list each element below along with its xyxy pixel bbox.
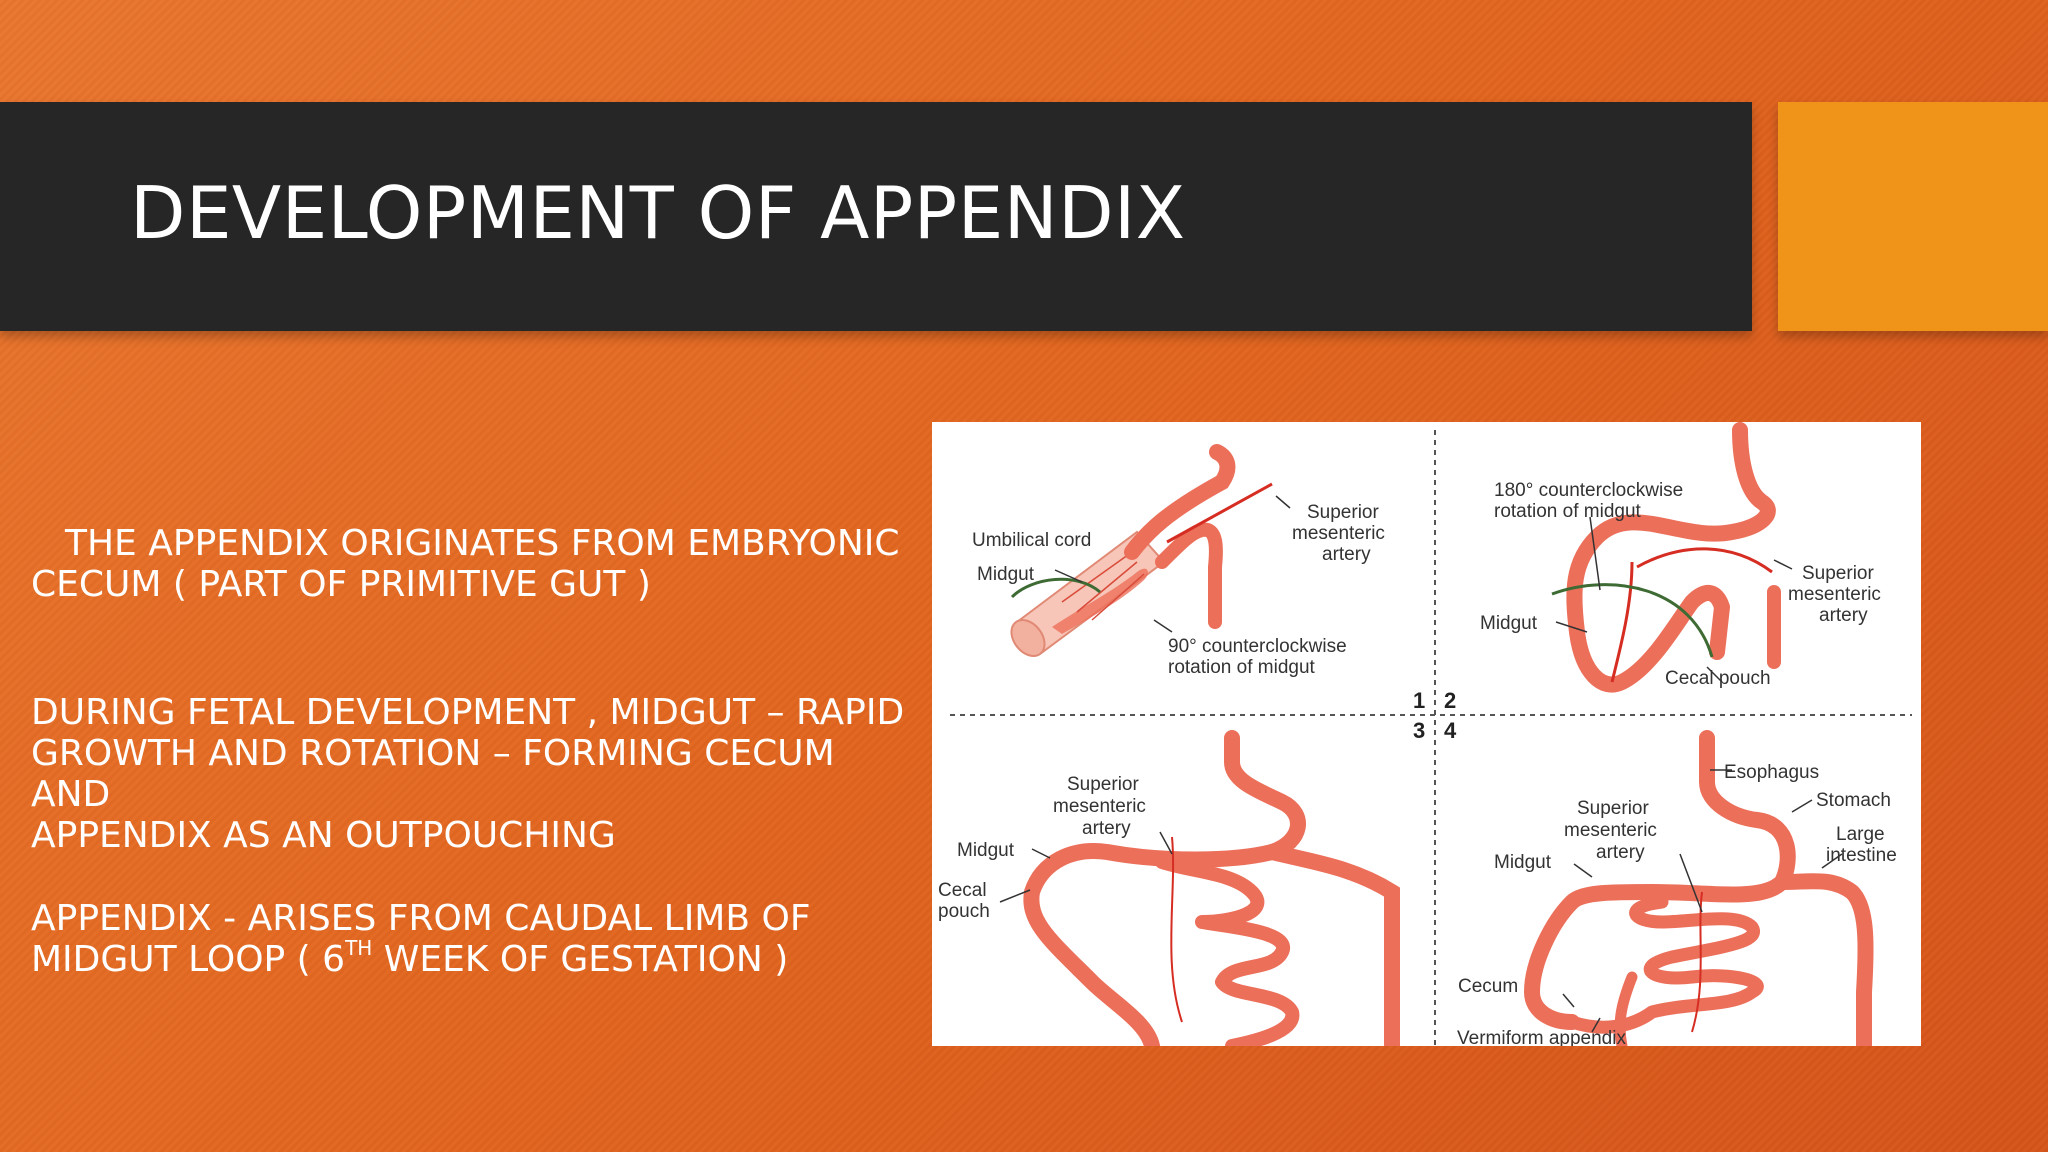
bullet-line: CECUM ( PART OF PRIMITIVE GUT ) [31,564,651,605]
bullet-line: DURING FETAL DEVELOPMENT , MIDGUT – RAPI… [31,692,905,733]
label-cecum: Cecum [1458,976,1518,997]
label-sma-line1: Superior [1802,563,1874,584]
panel-number: 2 [1444,688,1456,713]
label-midgut: Midgut [957,840,1015,861]
label-umbilical-cord: Umbilical cord [972,530,1091,551]
label-sma-line1: Superior [1067,774,1139,795]
label-sma-line3: artery [1819,605,1868,626]
bullet-text: MIDGUT LOOP ( 6 [31,939,346,980]
label-midgut: Midgut [977,564,1035,585]
label-midgut: Midgut [1480,613,1538,634]
label-sma-line3: artery [1596,842,1645,863]
bullet-line: GROWTH AND ROTATION – FORMING CECUM AND [31,733,835,815]
bullet-item: APPENDIX - ARISES FROM CAUDAL LIMB OF MI… [31,898,911,980]
panel-2-illustration [1551,422,1793,693]
slide-title: DEVELOPMENT OF APPENDIX [130,171,1186,255]
panel-4-illustration [1524,730,1874,1046]
panel-3-illustration [999,730,1400,1046]
label-stomach: Stomach [1816,790,1891,811]
label-sma-line3: artery [1322,544,1371,565]
bullet-line: MIDGUT LOOP ( 6TH WEEK OF GESTATION ) [31,936,911,980]
label-cecal-pouch: Cecal pouch [1665,668,1771,689]
label-vermiform-appendix: Vermiform appendix [1457,1028,1626,1046]
appendix-development-figure: 1 2 3 4 [932,422,1921,1046]
label-cecal-pouch-line2: pouch [938,901,990,922]
panel-1-illustration [1010,444,1291,657]
bullet-line: APPENDIX - ARISES FROM CAUDAL LIMB OF [31,898,811,939]
bullet-text: WEEK OF GESTATION ) [372,939,789,980]
accent-box [1778,102,2048,331]
panel-number: 1 [1413,688,1425,713]
label-sma-line2: mesenteric [1053,796,1146,817]
superscript: TH [345,936,373,960]
label-cecal-pouch-line1: Cecal [938,880,987,901]
label-sma-line2: mesenteric [1788,584,1881,605]
panel-number: 3 [1413,718,1425,743]
label-midgut: Midgut [1494,852,1552,873]
bullet-line: APPENDIX AS AN OUTPOUCHING [31,815,616,856]
label-sma-line2: mesenteric [1564,820,1657,841]
bullet-line: THE APPENDIX ORIGINATES FROM EMBRYONIC [65,523,900,564]
figure-svg: 1 2 3 4 [938,422,1912,1046]
label-sma-line1: Superior [1307,502,1379,523]
label-rotation-line2: rotation of midgut [1494,501,1642,522]
bullet-item: DURING FETAL DEVELOPMENT , MIDGUT – RAPI… [31,692,911,856]
label-large-intestine-line1: Large [1836,824,1885,845]
label-sma-line2: mesenteric [1292,523,1385,544]
label-sma-line3: artery [1082,818,1131,839]
label-sma-line1: Superior [1577,798,1649,819]
label-rotation-line2: rotation of midgut [1168,657,1316,678]
label-rotation-line1: 90° counterclockwise [1168,636,1347,657]
label-large-intestine-line2: intestine [1826,845,1897,866]
bullet-item: THE APPENDIX ORIGINATES FROM EMBRYONIC C… [31,523,911,605]
label-rotation-line1: 180° counterclockwise [1494,480,1683,501]
panel-number: 4 [1444,718,1457,743]
title-bar [0,102,1752,331]
label-esophagus: Esophagus [1724,762,1819,783]
